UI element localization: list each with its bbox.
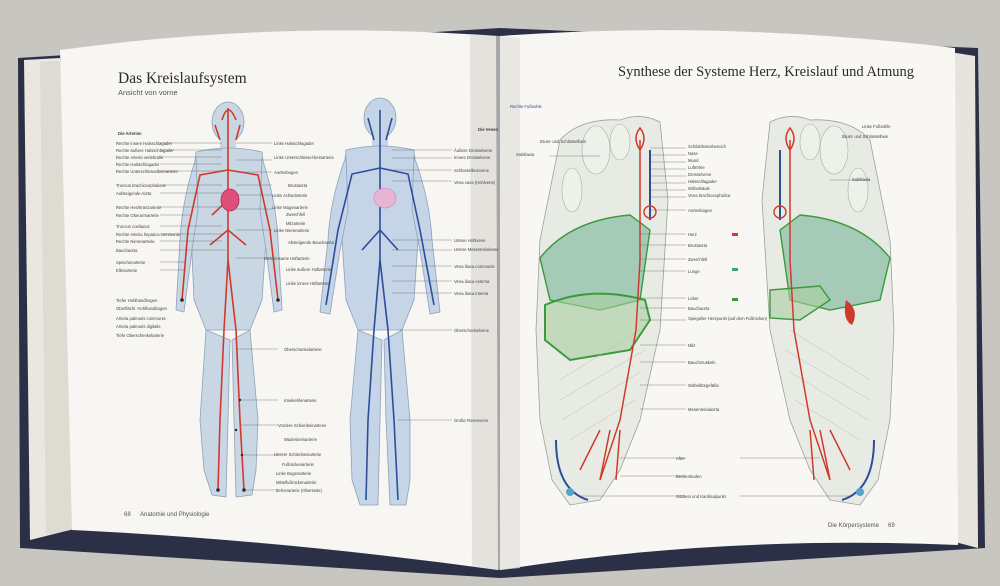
label: Mesenterialaorta [688, 407, 720, 412]
label: Schilddrüsenbereich [688, 144, 726, 149]
label: Rechte Arteria vertebralis [116, 155, 164, 160]
label: Wirbelbürgefäße [688, 383, 719, 388]
label: Oberschenkelvene [454, 328, 489, 333]
folio-text-left: Anatomie und Physiologie [140, 512, 210, 518]
label: Aortenbogen [274, 170, 298, 175]
label: Vena iliaca communis [454, 264, 495, 269]
label: Linke Magenarterie [272, 205, 308, 210]
label: Subklavia [516, 152, 535, 157]
label: After [676, 456, 685, 461]
label: Große Rosenvene [454, 418, 489, 423]
right-page-title: Synthese der Systeme Herz, Kreislauf und… [618, 64, 914, 80]
label: Linke innere Hüftarterie [286, 281, 330, 286]
label: Herz [688, 232, 697, 237]
label: Schlüsselbeinvene [454, 168, 489, 173]
label: Äußere Drosselvene [454, 148, 493, 153]
label: Kniekehlenarterie [284, 398, 317, 403]
label: Linke Achselarterie [272, 193, 308, 198]
label: Vena brachiocephalica [688, 193, 731, 198]
label: Untere Hohlvene [454, 238, 486, 243]
label: Rechte Halsschlagader [116, 162, 160, 167]
gutter-shadow [470, 34, 500, 570]
label: Vena iliaca interna [454, 291, 489, 296]
label: Rechte Oberarmarterie [116, 213, 159, 218]
leader-lines-right [550, 147, 870, 497]
label: Brustaorta [688, 243, 708, 248]
arteries-figure [175, 101, 283, 498]
label: Zwerchfell [286, 212, 306, 217]
label: Vena cava (Hohlvene) [454, 180, 496, 185]
leader-lines-left [160, 142, 452, 491]
page-number-left: 68 [124, 512, 131, 518]
label: Oberschenkelarterie [284, 347, 322, 352]
page-number-right: 69 [888, 523, 895, 529]
label: Rechte Herzkranzarterie [116, 205, 162, 210]
label: Fußrückenarterie [282, 462, 314, 467]
label: Spiegelier Herzpunkt (auf dem Fußrücken) [688, 316, 768, 321]
folio-text-right: Die Körpersysteme [828, 523, 880, 529]
label: Arteria palmaris digitalis [116, 324, 161, 329]
label: Luftröhre [688, 165, 705, 170]
right-foot-label: Linke Fußsohle [862, 124, 891, 129]
label: Mund [688, 158, 699, 163]
label: Speichenarterie [116, 260, 146, 265]
label: Milzarterie [286, 221, 306, 226]
label: Innere Drosselvene [454, 155, 491, 160]
label: Bauchmuskeln [688, 360, 716, 365]
label: Lunge [688, 269, 700, 274]
label: Absteigende Bauchaorta [288, 240, 334, 245]
label: Sitzbein und Kardinalpunkt [676, 494, 726, 499]
section-heading: Die Arterien [118, 131, 142, 136]
label: Aufsteigende Aorta [116, 191, 152, 196]
label: Untere Mesenterialvene [454, 247, 499, 252]
veins-figure [319, 97, 441, 506]
label: Arteria palmaris communis [116, 316, 166, 321]
label: Linke Nierenarterie [274, 228, 310, 233]
label: Bauchaorta [688, 306, 710, 311]
left-foot-label: Rechte Fußsohle [510, 104, 542, 109]
label: Brustaorta [288, 183, 308, 188]
label: Truncus coeliacus [116, 224, 150, 229]
label: Linke Bogenarterie [276, 471, 312, 476]
label: Ellenarterie [116, 268, 138, 273]
label: Oberflächl. Hohlhandbogen [116, 306, 167, 311]
label: Brust- und Schlüsselbein [842, 134, 889, 139]
label: Linke Unterschlüssel-beinarterie [274, 155, 334, 160]
reflexology-feet [535, 116, 895, 506]
label: Aortenbogen [688, 208, 712, 213]
label: Zehenarterie (Oberseite) [276, 488, 322, 493]
label: Halsschlagader [688, 179, 717, 184]
label: Wadenbeinarterie [284, 437, 317, 442]
label: Vordere Schienbeinarterie [278, 423, 327, 428]
label: Truncus brachiocephalicus [116, 183, 166, 188]
label: Hintere Schienbeinarterie [274, 452, 322, 457]
label: Wirbelsäule [688, 186, 710, 191]
label: Beckenboden [676, 474, 702, 479]
label: Linke Halsschlagader [274, 141, 315, 146]
label: Tiefe Oberschenkelarterie [116, 333, 165, 338]
veins-heading-cut: Die Venen [478, 127, 499, 132]
label: Rechte Nierenarterie [116, 239, 155, 244]
label: Vena iliaca externa [454, 279, 490, 284]
label: Rechte innere Halsschlagader [116, 141, 173, 146]
label: Nase [688, 151, 698, 156]
label: Subklavia [852, 177, 871, 182]
label: Brust- und Schlüsselbein [540, 139, 587, 144]
label: Milz [688, 343, 696, 348]
label: Rechte Arteria hepatica communis [116, 232, 180, 237]
left-page-title: Das Kreislaufsystem [118, 70, 247, 87]
label: Leber [688, 296, 699, 301]
label: Bauchaorta [116, 248, 138, 253]
label: Gemeinsame Hüftarterie [264, 256, 310, 261]
label: Linke äußere Hüftarterie [286, 267, 332, 272]
label: Mittelfußrückenarterie [276, 480, 317, 485]
label: Drosselvene [688, 172, 712, 177]
left-page-subtitle: Ansicht von vorne [118, 88, 178, 97]
label: Tiefer Hohlhandbogen [116, 298, 158, 303]
label: Rechte äußere Halsschlagader [116, 148, 174, 153]
label: Rechte Unterschlüsselbeinarterie [116, 169, 178, 174]
label: Zwerchfell [688, 257, 708, 262]
